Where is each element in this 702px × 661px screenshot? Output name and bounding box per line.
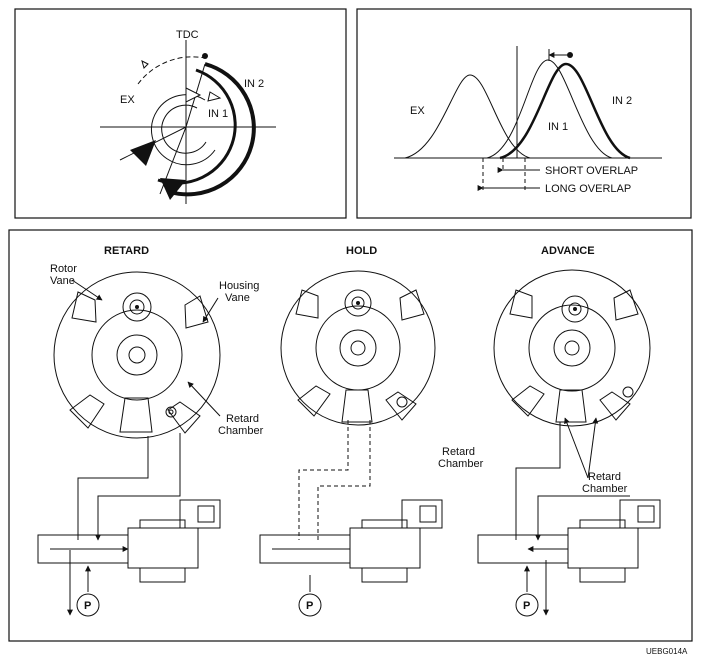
hold-phaser — [280, 270, 436, 426]
retard-pump-label: P — [84, 600, 91, 612]
hold-ocv — [259, 499, 443, 583]
tdc-label: TDC — [176, 29, 199, 41]
hold-retard-chamber-2: Chamber — [438, 458, 484, 470]
in1-label-curve: IN 1 — [548, 121, 568, 133]
hold-pump-label: P — [306, 600, 313, 612]
hold-title: HOLD — [346, 245, 377, 257]
advance-pump-label: P — [523, 600, 530, 612]
retard-title: RETARD — [104, 245, 149, 257]
valve-timing-circle — [100, 40, 276, 204]
ex-label-curve: EX — [410, 105, 425, 117]
retard-phaser — [53, 271, 221, 439]
figure-code: UEBG014A — [646, 647, 688, 656]
housing-vane-label: Vane — [225, 292, 250, 304]
rotor-vane-label: Vane — [50, 275, 75, 287]
advance-title: ADVANCE — [541, 245, 595, 257]
valve-lift-curves — [394, 46, 662, 192]
hold-retard-chamber-1: Retard — [442, 446, 475, 458]
in2-label-curve: IN 2 — [612, 95, 632, 107]
in1-label-circle: IN 1 — [208, 108, 228, 120]
rotor-label: Rotor — [50, 263, 77, 275]
short-overlap-label: SHORT OVERLAP — [545, 165, 638, 177]
overlap-panel-frame — [356, 8, 692, 219]
modes-panel-frame — [8, 229, 693, 642]
advance-retard-chamber-1: Retard — [588, 471, 621, 483]
advance-ocv — [477, 499, 661, 583]
ex-label-circle: EX — [120, 94, 135, 106]
retard-chamber-label-1: Retard — [226, 413, 259, 425]
retard-chamber-label-2: Chamber — [218, 425, 264, 437]
housing-label: Housing — [219, 280, 259, 292]
advance-retard-chamber-2: Chamber — [582, 483, 628, 495]
retard-ocv — [37, 499, 221, 583]
in2-label-circle: IN 2 — [244, 78, 264, 90]
advance-phaser — [493, 269, 651, 427]
timing-panel-frame — [14, 8, 347, 219]
long-overlap-label: LONG OVERLAP — [545, 183, 631, 195]
